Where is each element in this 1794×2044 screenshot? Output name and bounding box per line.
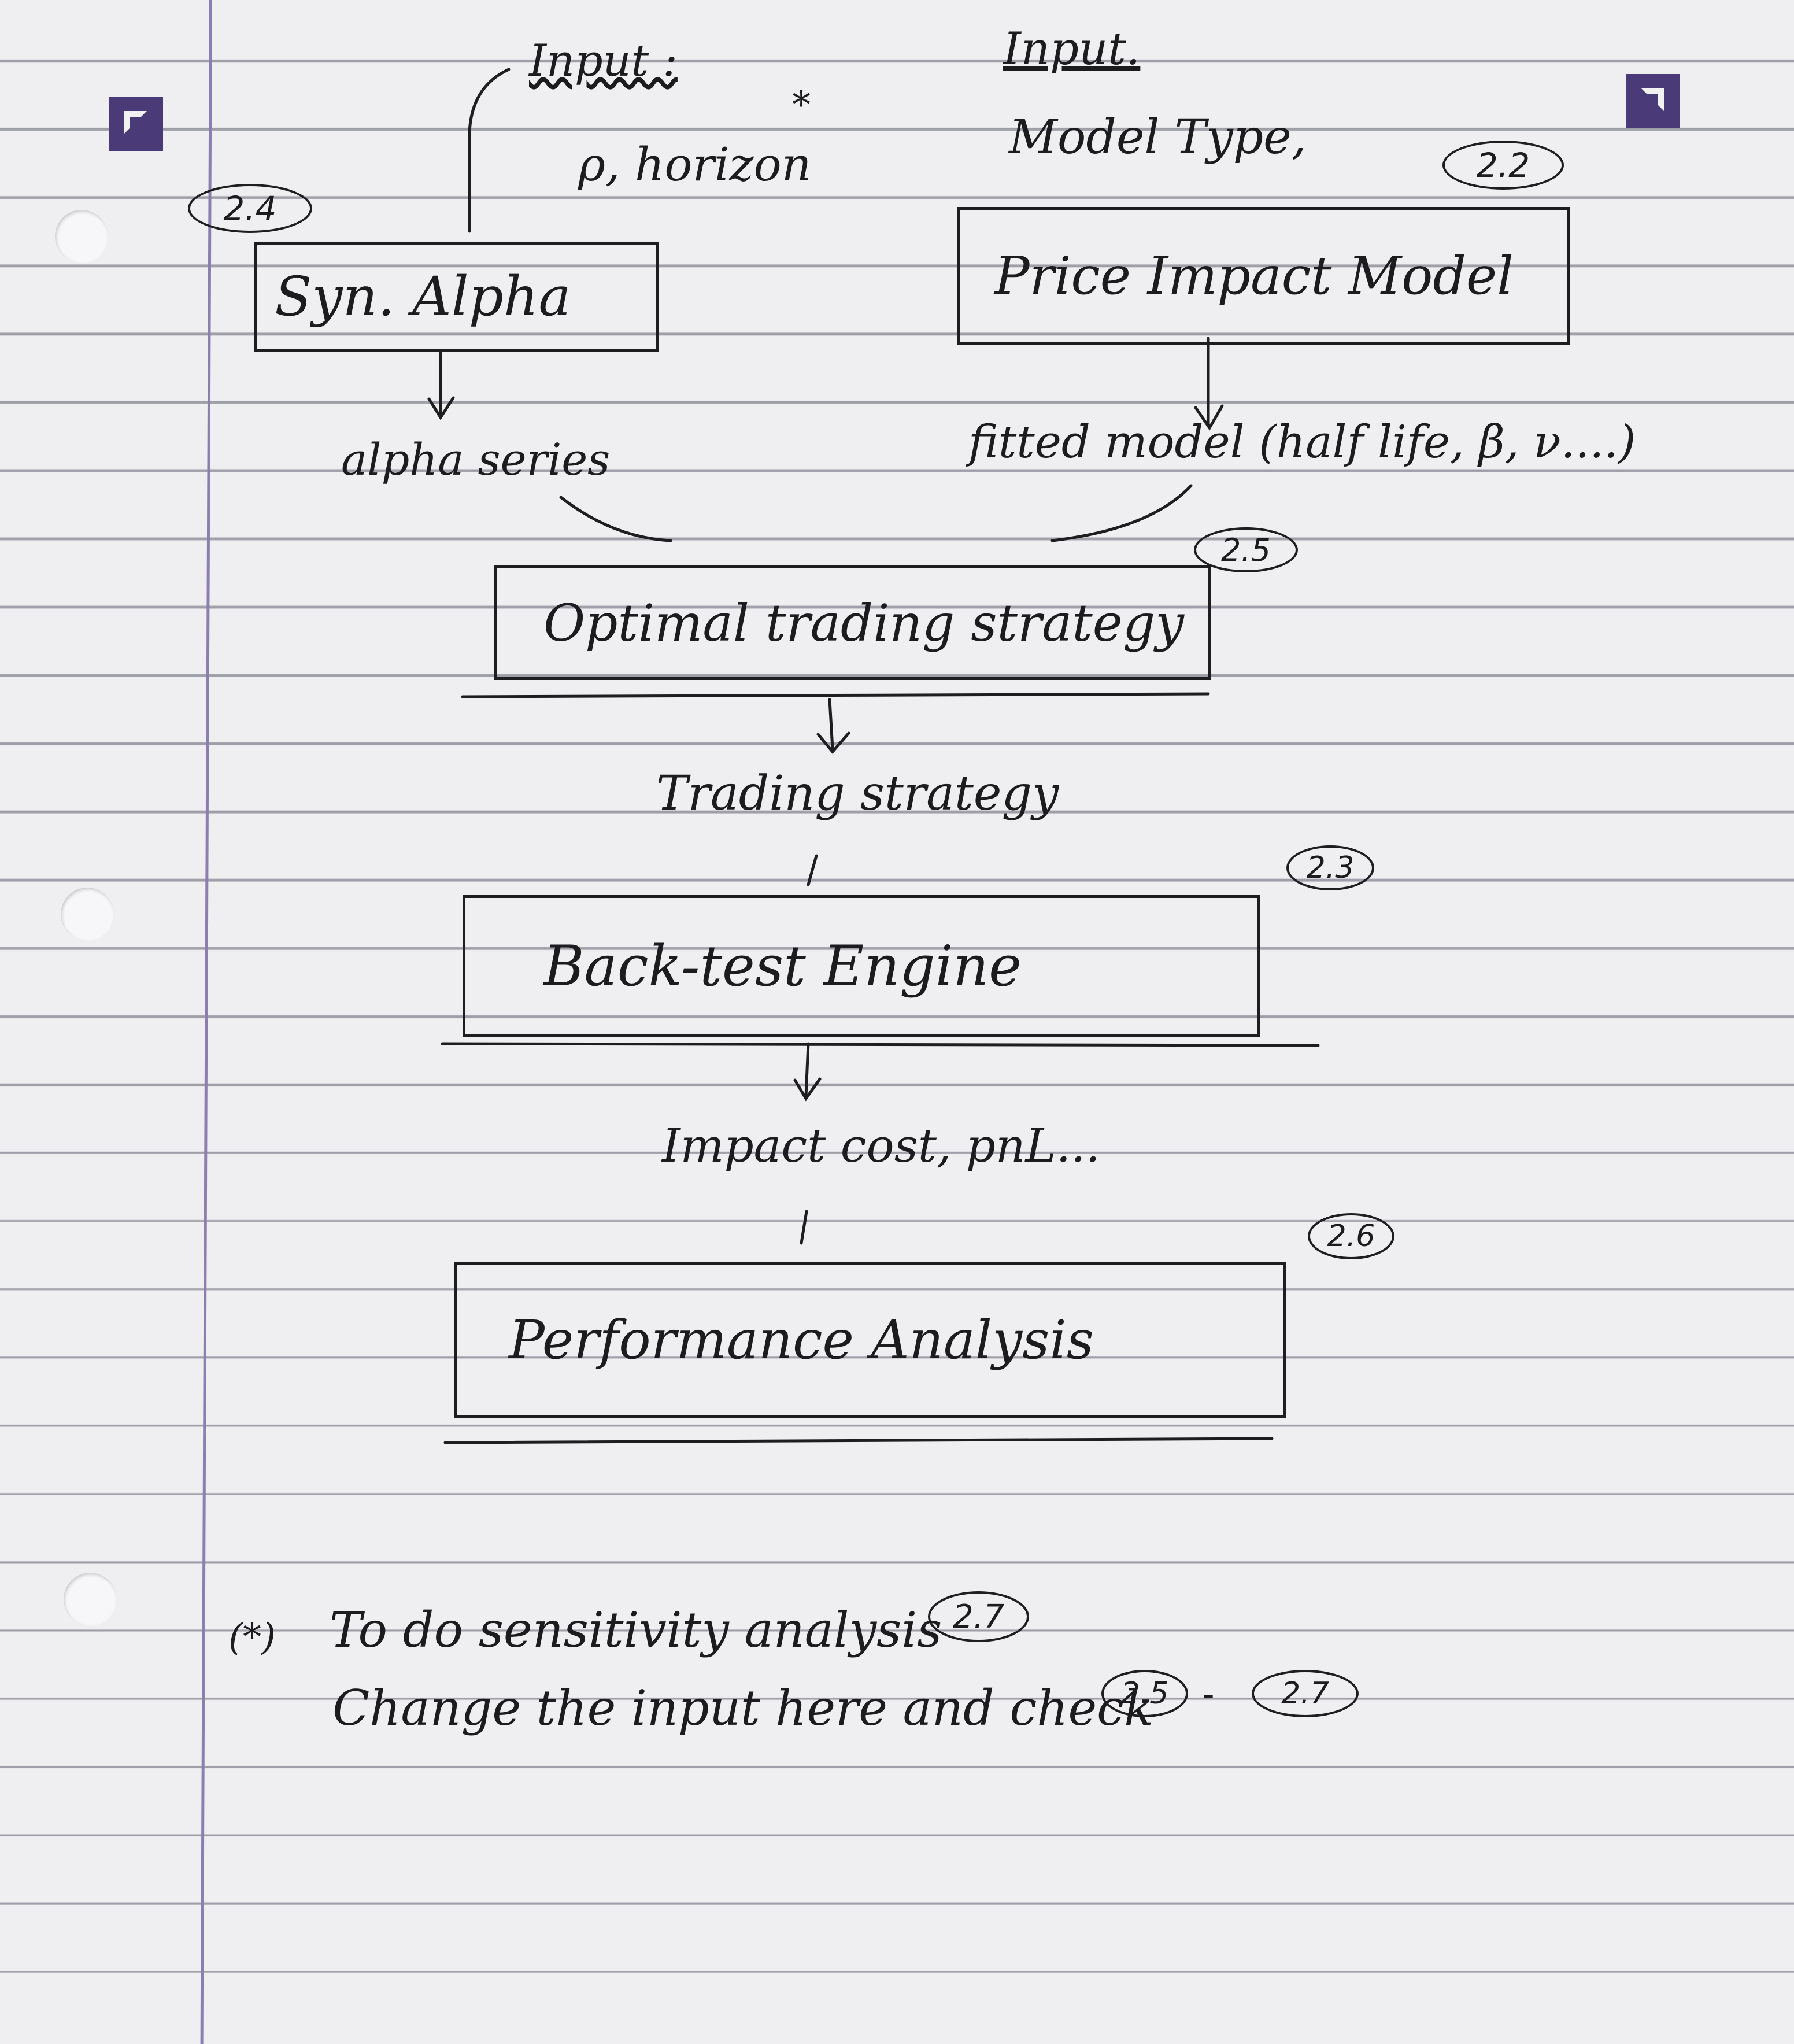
box-underline-optimal: [461, 692, 1210, 698]
box-underline-backtest: [441, 1042, 1320, 1047]
node-syn-alpha: Syn. Alpha: [254, 242, 659, 352]
node-syn-alpha-label: Syn. Alpha: [275, 265, 571, 328]
edge-label-fitted-model: fitted model (half life, β, ν....): [968, 416, 1636, 468]
punch-hole-bottom: [64, 1573, 117, 1626]
badge-syn-alpha: 2.4: [188, 184, 312, 233]
edge-label-impact-cost: Impact cost, pnL...: [662, 1119, 1100, 1173]
note-line1: To do sensitivity analysis: [330, 1602, 942, 1658]
edge-label-alpha-series: alpha series: [341, 434, 611, 485]
edge-label-trading-strategy: Trading strategy: [656, 766, 1059, 821]
edge-arrow-syn-alpha-head: [427, 396, 455, 420]
note-ref-b: 2.7: [1252, 1670, 1359, 1717]
edge-arrow-optimal-head: [816, 731, 850, 754]
node-price-impact-model: Price Impact Model: [957, 207, 1570, 345]
asterisk-mark: *: [792, 84, 811, 127]
badge-price-impact: 2.2: [1442, 141, 1564, 190]
note-marker: (*): [228, 1616, 276, 1659]
node-backtest-label: Back-test Engine: [543, 933, 1022, 999]
note-ref-sensitivity: 2.7: [928, 1591, 1029, 1642]
input-leader-line: [468, 68, 511, 233]
corner-marker-right: [1626, 74, 1680, 128]
syn-alpha-input-text: ρ, horizon: [578, 138, 812, 191]
merge-curve-left: [559, 496, 672, 542]
node-price-impact-label: Price Impact Model: [994, 245, 1514, 306]
node-performance-label: Performance Analysis: [509, 1309, 1094, 1371]
node-optimal-trading-strategy: Optimal trading strategy: [494, 565, 1211, 680]
node-optimal-strategy-label: Optimal trading strategy: [543, 593, 1184, 653]
badge-backtest-engine: 2.3: [1286, 845, 1374, 890]
punch-hole-top: [55, 210, 108, 263]
corner-marker-left: [109, 97, 163, 151]
note-ref-separator: -: [1203, 1674, 1215, 1714]
punch-hole-middle: [61, 888, 114, 941]
edge-arrow-price-impact-head: [1194, 404, 1224, 431]
edge-arrow-backtest-head: [793, 1077, 822, 1102]
badge-optimal-strategy: 2.5: [1194, 527, 1298, 572]
node-back-test-engine: Back-test Engine: [463, 895, 1260, 1037]
badge-performance-analysis: 2.6: [1308, 1213, 1394, 1259]
note-ref-a: 2.5: [1101, 1670, 1188, 1717]
box-underline-performance: [443, 1437, 1274, 1444]
price-impact-input-heading: Input.: [1003, 23, 1141, 75]
edge-arrow-optimal: [828, 698, 834, 751]
node-performance-analysis: Performance Analysis: [454, 1262, 1286, 1418]
syn-alpha-input-heading: Input :: [529, 35, 678, 86]
edge-tick-impact: [800, 1210, 808, 1245]
note-line2: Change the input here and check: [332, 1680, 1154, 1736]
edge-tick-trading: [807, 854, 818, 886]
edge-arrow-backtest: [804, 1042, 810, 1097]
price-impact-input-text: Model Type,: [1009, 110, 1307, 165]
merge-curve-right: [1050, 484, 1193, 542]
